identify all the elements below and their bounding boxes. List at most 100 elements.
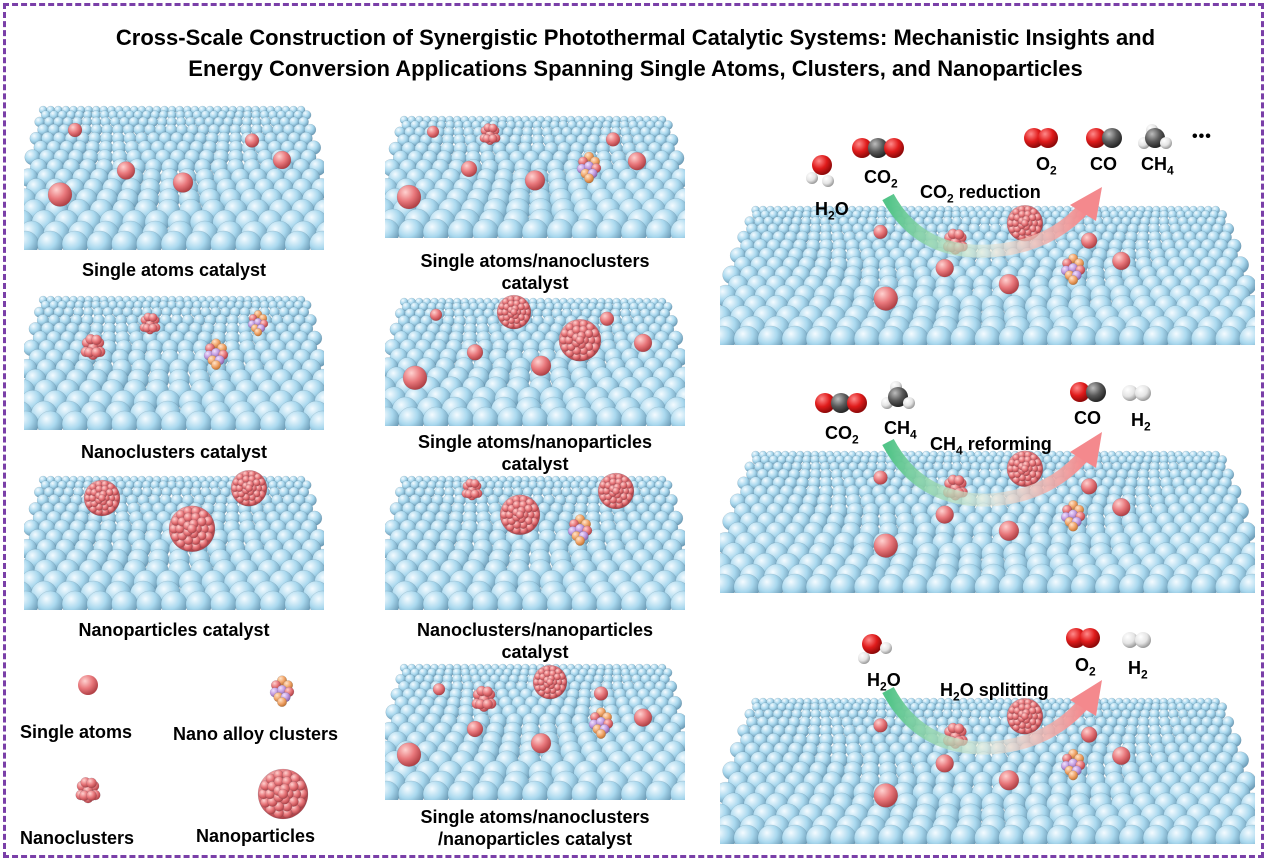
- dashed-border: [3, 3, 1264, 858]
- nanoparticle: [168, 505, 216, 553]
- caption-sa-np-line-1: Single atoms/nanoparticles: [417, 432, 653, 452]
- caption-nc-np: Nanoclusters/nanoparticles catalyst: [385, 619, 685, 663]
- nanoparticle: [83, 479, 121, 517]
- support-lattice: [720, 697, 1255, 844]
- single-atom: [873, 783, 899, 808]
- label-ch4-reforming: CH4 reforming: [930, 434, 1052, 458]
- figure-title: Cross-Scale Construction of Synergistic …: [0, 22, 1271, 84]
- nanocluster: [479, 123, 501, 146]
- h2o-molecule-icon: [806, 155, 834, 187]
- reaction-arrow-h2o: [882, 680, 1102, 755]
- nanoparticle: [496, 294, 532, 330]
- label-co-product-2: CO: [1074, 408, 1101, 428]
- legend-nanocluster-icon: [75, 777, 101, 804]
- nanoparticle: [558, 318, 602, 362]
- support-lattice: [385, 475, 685, 610]
- alloy-cluster: [588, 707, 614, 739]
- single-atom: [599, 311, 615, 327]
- slab-nanoclusters: [24, 295, 324, 430]
- single-atom: [47, 182, 73, 207]
- ch4-molecule-icon-2: [881, 381, 915, 409]
- nanocluster: [80, 333, 106, 361]
- label-o2-product-3: O2: [1075, 655, 1096, 679]
- molecules-co2-reduction: [806, 124, 1172, 187]
- legend-alloy-cluster-icon: [269, 675, 295, 708]
- support-lattice: [24, 105, 324, 250]
- reaction-arrow-co2: [882, 187, 1102, 258]
- caption-sa-nc: Single atoms/nanoclusters catalyst: [385, 250, 685, 294]
- caption-nanoclusters: Nanoclusters catalyst: [80, 442, 268, 462]
- caption-sa-nc-np: Single atoms/nanoclusters /nanoparticles…: [385, 806, 685, 850]
- label-ch4-reactant-2: CH4: [884, 418, 917, 442]
- slab-sa-nc: [385, 115, 685, 238]
- single-atom: [627, 151, 647, 171]
- single-atom: [593, 686, 609, 701]
- nanoparticle: [1006, 204, 1044, 242]
- nanocluster: [471, 685, 497, 712]
- alloy-cluster: [1060, 748, 1086, 781]
- single-atom: [605, 132, 621, 147]
- legend-single-atom-icon: [78, 675, 98, 695]
- single-atom: [1080, 478, 1098, 495]
- single-atom: [1112, 497, 1131, 517]
- single-atom: [426, 125, 440, 139]
- single-atom: [935, 258, 954, 278]
- single-atom: [67, 122, 83, 138]
- alloy-cluster: [247, 309, 269, 337]
- single-atom: [432, 682, 446, 696]
- h2-molecule-icon-3: [1122, 632, 1151, 648]
- single-atom: [633, 333, 653, 353]
- nanocluster: [461, 478, 483, 501]
- single-atom: [530, 732, 552, 754]
- molecules-h2o-splitting: [858, 628, 1151, 664]
- single-atom: [530, 355, 552, 376]
- molecules-ch4-reforming: [815, 381, 1151, 413]
- single-atom: [998, 273, 1020, 295]
- label-h2-product-2: H2: [1131, 410, 1151, 434]
- slab-sa-np: [385, 294, 685, 426]
- single-atom: [1112, 746, 1131, 766]
- alloy-cluster: [1060, 499, 1086, 532]
- label-o2-product-1: O2: [1036, 154, 1057, 178]
- single-atom: [429, 308, 443, 322]
- slab-single-atoms: [24, 105, 324, 250]
- nanoparticle: [1006, 698, 1044, 735]
- co-molecule-icon: [1086, 128, 1122, 148]
- single-atom: [873, 533, 899, 558]
- h2o-molecule-icon-3: [858, 634, 892, 664]
- alloy-cluster: [269, 675, 295, 708]
- legend-label-nanoclusters: Nanoclusters: [20, 828, 135, 848]
- caption-single-atoms: Single atoms catalyst: [81, 260, 267, 280]
- title-line-2: Energy Conversion Applications Spanning …: [188, 56, 1083, 81]
- support-lattice: [385, 297, 685, 426]
- single-atom: [460, 160, 478, 178]
- h2-molecule-icon-2: [1122, 385, 1151, 401]
- caption-sa-np-line-2: catalyst: [501, 454, 569, 474]
- label-co2-reduction: CO2 reduction: [920, 182, 1041, 206]
- co2-molecule-icon: [852, 138, 904, 158]
- label-ch4-product-1: CH4: [1141, 154, 1174, 178]
- single-atom: [402, 365, 428, 391]
- label-co2-reactant-1: CO2: [864, 167, 898, 191]
- alloy-cluster: [1060, 253, 1086, 286]
- single-atom: [244, 133, 260, 148]
- co-molecule-icon-2: [1070, 382, 1106, 402]
- nanocluster: [75, 777, 101, 804]
- legend-label-alloy-clusters: Nano alloy clusters: [173, 724, 339, 744]
- label-h2o-reactant-1: H2O: [815, 199, 849, 223]
- reaction-slab-co2-reduction: [720, 204, 1255, 345]
- single-atom: [466, 720, 484, 738]
- label-co2-reactant-2: CO2: [825, 423, 859, 447]
- label-more-products: •••: [1192, 128, 1212, 145]
- o2-molecule-icon: [1024, 128, 1058, 148]
- single-atom: [396, 742, 422, 767]
- slab-nanoparticles: [24, 470, 324, 610]
- nanoparticle: [1006, 450, 1044, 487]
- support-lattice: [24, 295, 324, 430]
- nanoparticle: [257, 768, 309, 820]
- single-atom: [873, 224, 888, 240]
- single-atom: [998, 769, 1020, 791]
- support-lattice: [385, 663, 685, 800]
- legend-icons: [75, 675, 309, 820]
- single-atom: [873, 286, 899, 311]
